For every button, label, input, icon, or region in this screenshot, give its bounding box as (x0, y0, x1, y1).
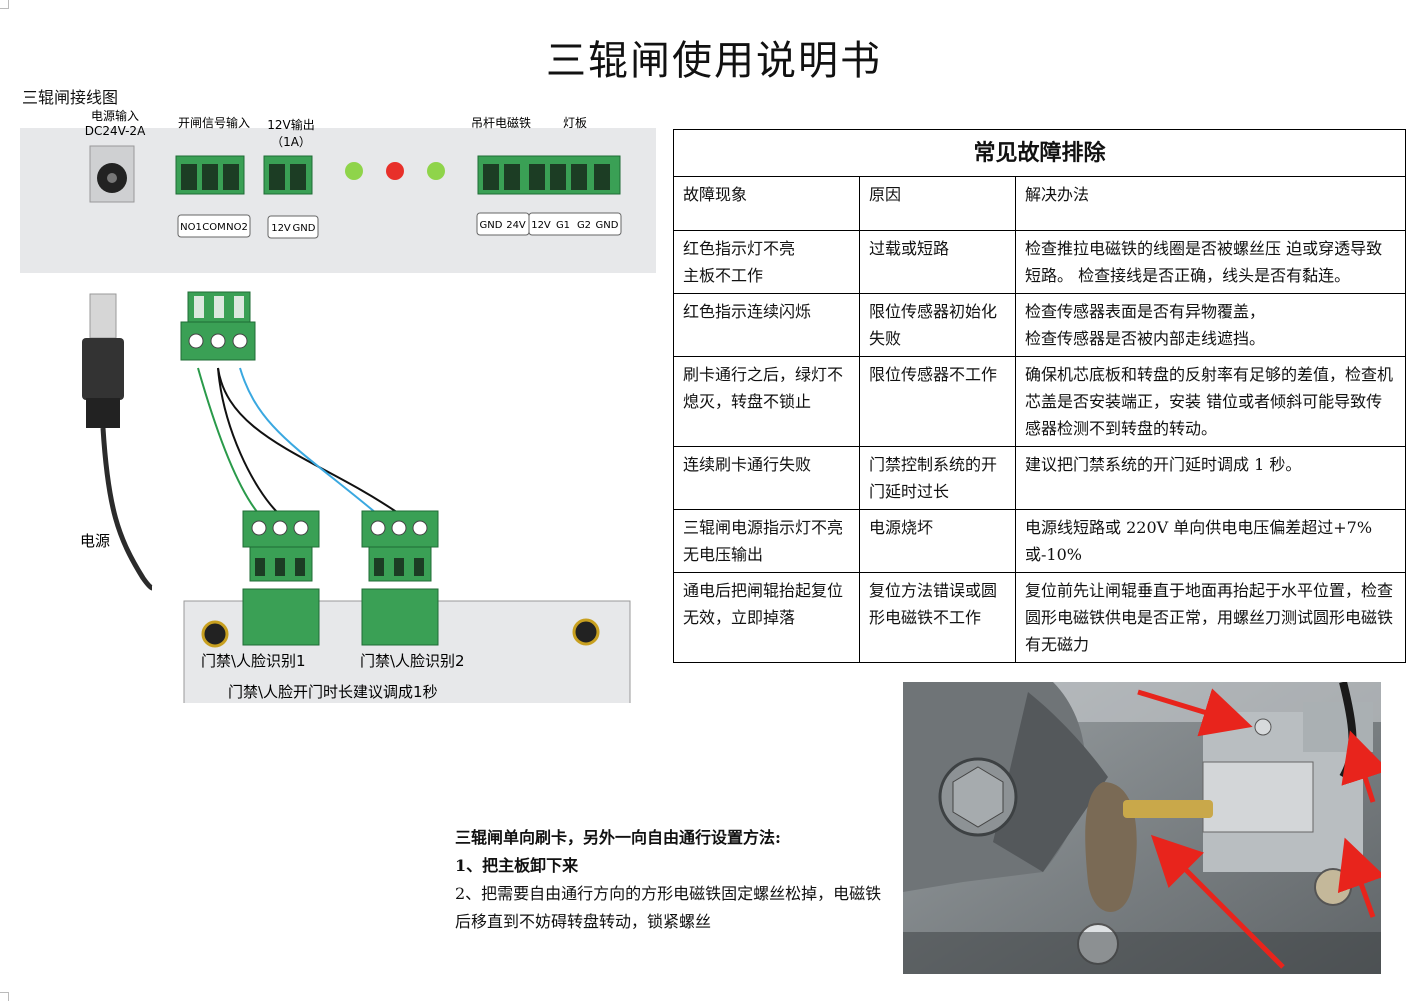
page-corner-mark (0, 992, 9, 1001)
table-cell-cause: 复位方法错误或圆形电磁铁不工作 (859, 572, 1016, 663)
power-cable (82, 293, 153, 591)
table-row: 红色指示连续闪烁 限位传感器初始化失败 检查传感器表面是否有异物覆盖， 检查传感… (673, 293, 1406, 357)
gate-signal-input-label: 开闸信号输入 (178, 115, 250, 130)
table-cell-symptom: 刷卡通行之后，绿灯不熄灭，转盘不锁止 (673, 356, 860, 447)
indicator-led (427, 162, 445, 180)
device1-plug (242, 510, 320, 582)
column-header: 解决办法 (1015, 176, 1406, 231)
table-cell-symptom: 通电后把闸辊抬起复位无效，立即掉落 (673, 572, 860, 663)
table-cell-symptom: 三辊闸电源指示灯不亮无电压输出 (673, 509, 860, 573)
indicator-led (386, 162, 404, 180)
power-spec-label: DC24V-2A (85, 124, 146, 138)
magnet-light-connector (477, 155, 621, 195)
power-jack (89, 145, 135, 203)
mechanism-photo (903, 682, 1381, 974)
boom-magnet-label: 吊杆电磁铁 (471, 115, 531, 130)
table-row: 红色指示灯不亮 主板不工作 过载或短路 检查推拉电磁铁的线圈是否被螺丝压 迫或穿… (673, 230, 1406, 294)
instructions-heading: 三辊闸单向刷卡，另外一向自由通行设置方法: (455, 828, 781, 847)
terminal-label: NO2 (226, 222, 248, 233)
column-header: 故障现象 (673, 176, 860, 231)
instructions-step-2: 2、把需要自由通行方向的方形电磁铁固定螺丝松掉，电磁铁后移直到不妨碍转盘转动，锁… (455, 884, 882, 931)
table-cell-solution: 检查传感器表面是否有异物覆盖， 检查传感器是否被内部走线遮挡。 (1015, 293, 1406, 357)
output-12v-connector (263, 155, 313, 195)
device1-label: 门禁\人脸识别1 (201, 652, 306, 670)
column-header: 原因 (859, 176, 1016, 231)
table-row: 通电后把闸辊抬起复位无效，立即掉落 复位方法错误或圆形电磁铁不工作 复位前先让闸… (673, 572, 1406, 663)
terminal-label: 12V (531, 220, 551, 231)
one-way-setup-instructions: 三辊闸单向刷卡，另外一向自由通行设置方法: 1、把主板卸下来 2、把需要自由通行… (455, 824, 895, 936)
wiring-diagram-label: 三辊闸接线图 (22, 88, 119, 107)
wire (217, 367, 399, 514)
indicator-led (345, 162, 363, 180)
gate-signal-connector (175, 155, 245, 195)
output-12v-label: 12V输出 (267, 117, 314, 132)
device2-plug (361, 510, 439, 582)
terminal-label: GND (480, 220, 503, 231)
table-cell-cause: 电源烧坏 (859, 509, 1016, 573)
wire (239, 367, 377, 514)
light-board-label: 灯板 (563, 116, 587, 130)
table-cell-solution: 电源线短路或 220V 单向供电电压偏差超过+7%或-10% (1015, 509, 1406, 573)
access-control-board (183, 588, 631, 703)
table-cell-solution: 复位前先让闸辊垂直于地面再抬起于水平位置，检查圆形电磁铁供电是否正常，用螺丝刀测… (1015, 572, 1406, 663)
table-title: 常见故障排除 (673, 129, 1406, 177)
page-corner-mark (0, 0, 9, 9)
open-duration-note: 门禁\人脸开门时长建议调成1秒 (228, 683, 438, 701)
wiring-diagram: 电源输入 DC24V-2A 开闸信号输入 12V输出 （1A） 吊杆电磁铁 灯板 (20, 108, 656, 703)
signal-plug (180, 291, 256, 361)
page-title: 三辊闸使用说明书 (546, 38, 882, 84)
table-cell-symptom: 连续刷卡通行失败 (673, 446, 860, 510)
table-cell-solution: 建议把门禁系统的开门延时调成 1 秒。 (1015, 446, 1406, 510)
power-label: 电源 (80, 532, 110, 550)
wire (197, 367, 259, 514)
terminal-label: 12V (271, 223, 291, 234)
terminal-label: GND (293, 223, 316, 234)
table-row: 连续刷卡通行失败 门禁控制系统的开门延时过长 建议把门禁系统的开门延时调成 1 … (673, 446, 1406, 510)
device2-label: 门禁\人脸识别2 (360, 652, 465, 670)
table-row: 三辊闸电源指示灯不亮无电压输出 电源烧坏 电源线短路或 220V 单向供电电压偏… (673, 509, 1406, 573)
table-cell-symptom: 红色指示连续闪烁 (673, 293, 860, 357)
table-row: 刷卡通行之后，绿灯不熄灭，转盘不锁止 限位传感器不工作 确保机芯底板和转盘的反射… (673, 356, 1406, 447)
table-cell-solution: 确保机芯底板和转盘的反射率有足够的差值，检查机芯盖是否安装端正，安装 错位或者倾… (1015, 356, 1406, 447)
terminal-label: GND (596, 220, 619, 231)
fault-troubleshooting-table: 常见故障排除 故障现象 原因 解决办法 红色指示灯不亮 主板不工作 过载或短路 … (673, 129, 1406, 663)
terminal-label: NO1 (180, 222, 202, 233)
table-cell-cause: 限位传感器初始化失败 (859, 293, 1016, 357)
terminal-label: G1 (556, 220, 570, 231)
terminal-label: 24V (506, 220, 526, 231)
terminal-label: G2 (577, 220, 591, 231)
terminal-label: COM (202, 222, 225, 233)
table-cell-symptom: 红色指示灯不亮 主板不工作 (673, 230, 860, 294)
output-12v-current-label: （1A） (271, 135, 311, 149)
table-header-row: 故障现象 原因 解决办法 (673, 176, 1406, 231)
table-cell-cause: 过载或短路 (859, 230, 1016, 294)
wire (217, 367, 279, 514)
table-cell-cause: 限位传感器不工作 (859, 356, 1016, 447)
power-input-label: 电源输入 (91, 108, 139, 123)
table-cell-solution: 检查推拉电磁铁的线圈是否被螺丝压 迫或穿透导致短路。 检查接线是否正确，线头是否… (1015, 230, 1406, 294)
instructions-step-1: 1、把主板卸下来 (455, 856, 579, 875)
table-cell-cause: 门禁控制系统的开门延时过长 (859, 446, 1016, 510)
